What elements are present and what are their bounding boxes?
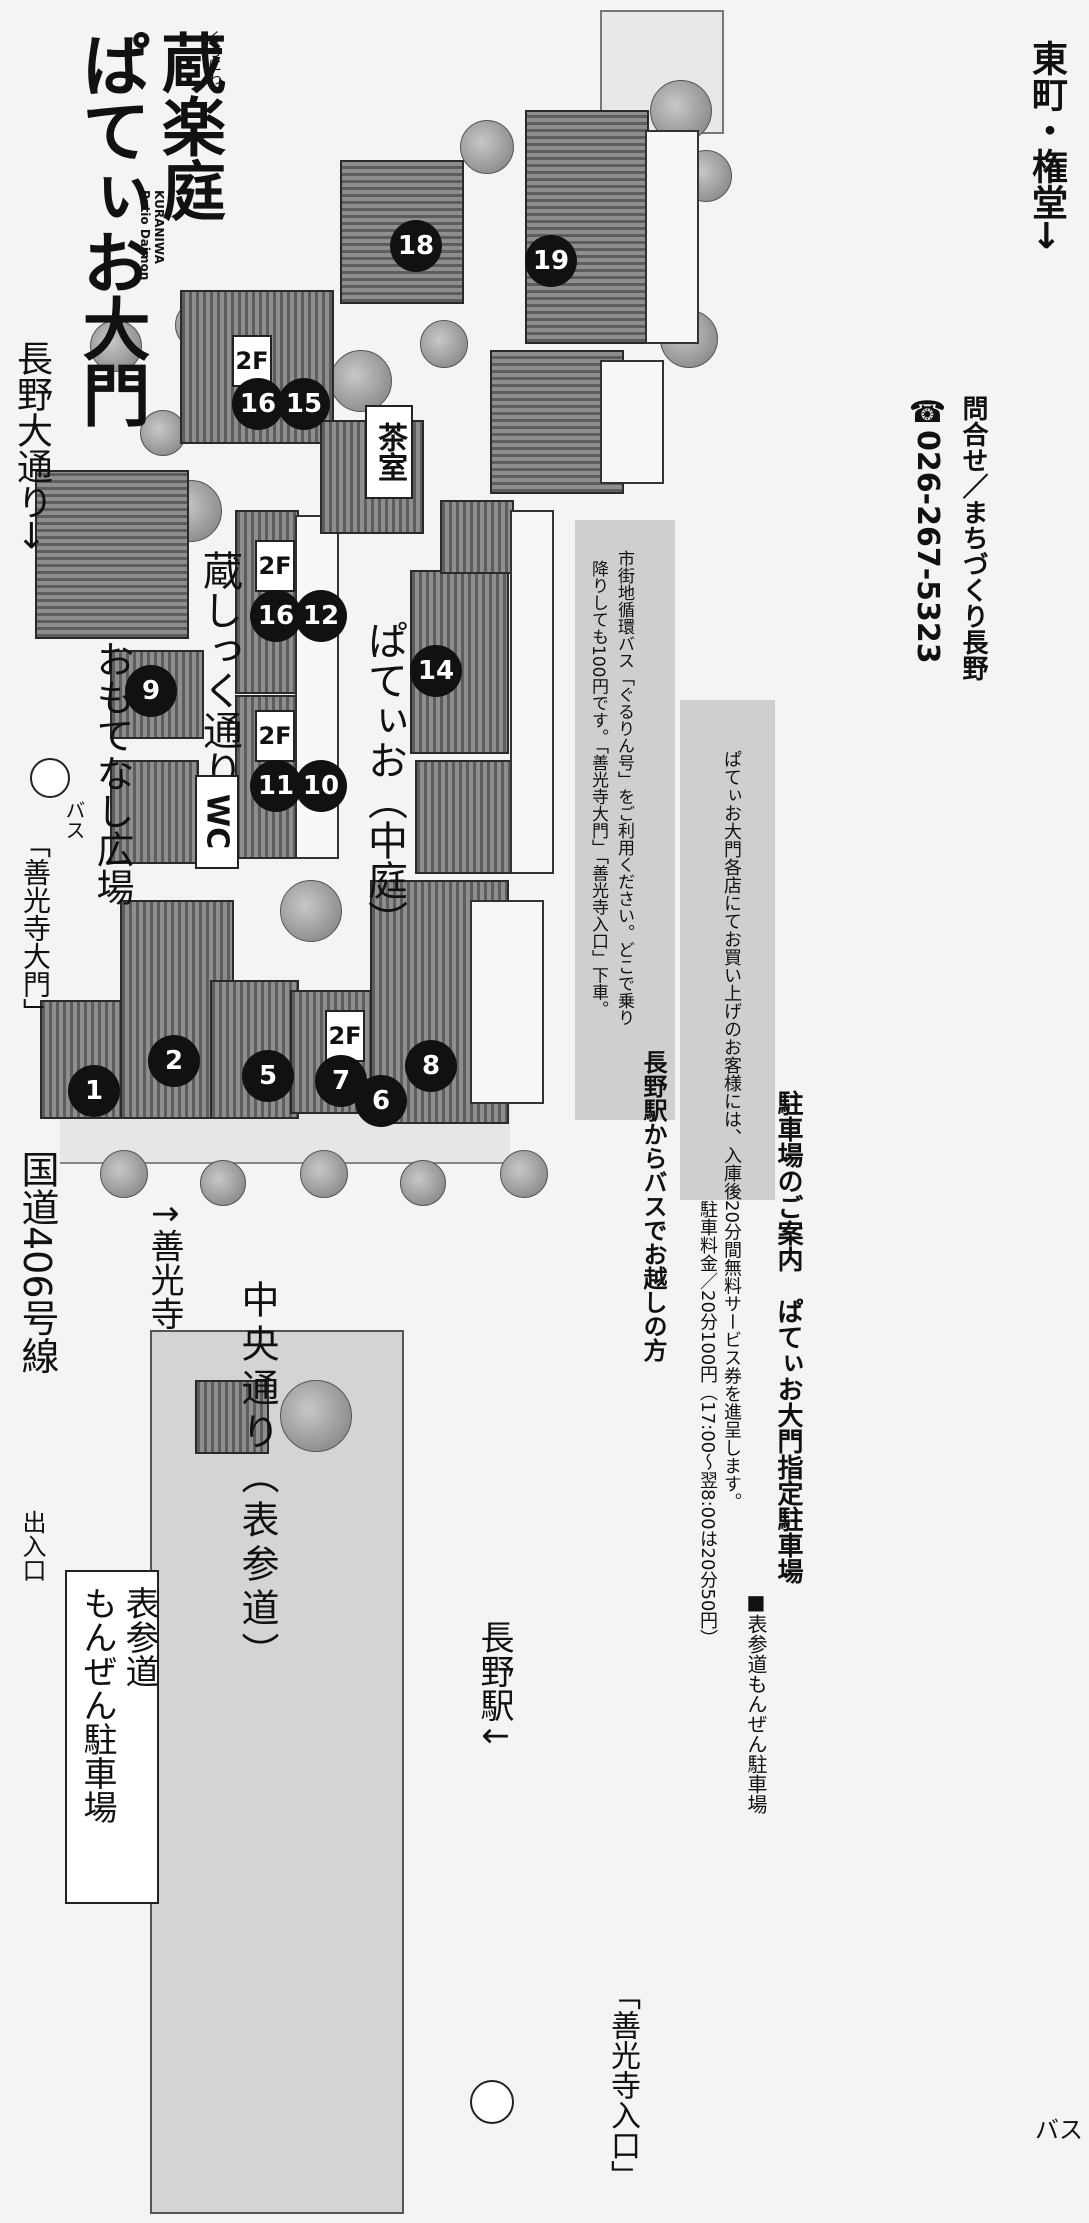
wc-label: WC: [195, 775, 239, 869]
building-south-wall: [600, 360, 664, 484]
parking-name-box: 表参道 もんぜん駐車場: [65, 1570, 159, 1904]
building-number-10: 10: [295, 760, 347, 812]
road-label-higashimachi: 東町・権堂→: [1026, 40, 1067, 251]
tree: [90, 320, 142, 372]
tree: [460, 120, 514, 174]
building-number-9: 9: [125, 665, 177, 717]
building-19-wall: [645, 130, 699, 344]
building-14b-roof: [440, 500, 514, 574]
parking-info-line1: ■表参道もんぜん駐車場: [744, 1590, 768, 1814]
building-number-8: 8: [405, 1040, 457, 1092]
logo-english-2: KURANIWA: [152, 190, 166, 264]
parking-name-line1: 表参道: [119, 1586, 159, 1688]
parking-info-line2: ぱてぃお大門各店にてお買い上げのお客様には、入庫後20分間無料サービス券を進呈し…: [721, 750, 742, 1511]
tree: [100, 1150, 148, 1198]
bus-info-panel: [575, 520, 675, 1120]
building-number-16a: 16: [232, 378, 284, 430]
parking-lot-ground: [150, 1330, 404, 2214]
building-number-14: 14: [410, 645, 462, 697]
tree: [300, 1150, 348, 1198]
parking-exit-label: 出入口: [18, 1510, 46, 1582]
building-number-2: 2: [148, 1035, 200, 1087]
contact-phone: ☎026-267-5323: [910, 395, 945, 664]
logo-patio-daimon: ぱてぃお大門: [70, 30, 149, 426]
bus-info-heading: 長野駅からバスでお越しの方: [639, 1050, 667, 1362]
building-large-roof: [35, 470, 189, 639]
direction-nagano-eki: 長野駅↓: [474, 1620, 514, 1751]
bus-stop-2-name: 「善光寺入口」: [605, 1980, 640, 2190]
tree: [500, 1150, 548, 1198]
road-label-route406: 国道406号線: [15, 1150, 59, 1375]
tree: [280, 1380, 352, 1452]
floor-2f-label-b: 2F: [255, 540, 295, 592]
bus-info-line2: 降りしても100円です。「善光寺大門」「善光寺入口」下車。: [588, 560, 608, 1018]
area-kura-shikku-dori: 蔵しっく通り: [196, 550, 242, 790]
bus-stop-2-label: バス: [1035, 2116, 1083, 2144]
parking-name-line2: もんぜん駐車場: [77, 1586, 117, 1824]
area-patio-nakaniwa: ぱてぃお（中庭）: [361, 620, 407, 940]
building-number-5: 5: [242, 1050, 294, 1102]
bus-info-line1: 市街地循環バス「ぐるりん号」をご利用ください。どこで乗り: [614, 550, 634, 1026]
logo-english-1: Patio Daimon: [138, 190, 152, 281]
chashitsu-label: 茶室: [365, 405, 413, 499]
tree: [400, 1160, 446, 1206]
tree: [330, 350, 392, 412]
floor-2f-label-c: 2F: [255, 710, 295, 762]
building-wc-roof: [110, 760, 199, 864]
floor-2f-label-d: 2F: [325, 1010, 365, 1062]
parking-building-roof: [195, 1380, 269, 1454]
building-number-18: 18: [390, 220, 442, 272]
floor-2f-label-a: 2F: [232, 335, 272, 387]
parking-info-line3: 駐車料金／20分100円（17:00〜翌8:00は20分50円）: [697, 1200, 718, 1648]
building-number-6: 6: [355, 1075, 407, 1127]
building-number-15: 15: [278, 378, 330, 430]
building-number-16b: 16: [250, 590, 302, 642]
building-8-wall: [470, 900, 544, 1104]
parking-info-panel: [680, 700, 775, 1200]
parking-info-heading: 駐車場のご案内 ぱてぃお大門指定駐車場: [773, 1090, 803, 1584]
bus-stop-1-name: 「善光寺大門」: [19, 830, 52, 1026]
bus-stop-1-sign-icon: [30, 758, 70, 798]
road-label-chuo-dori: 中央通り（表参道）: [235, 1280, 279, 1676]
building-number-12: 12: [295, 590, 347, 642]
building-number-7: 7: [315, 1055, 367, 1107]
tree: [420, 320, 468, 368]
bus-stop-1-label: バス: [62, 800, 86, 840]
building-14-wall: [510, 510, 554, 874]
bus-stop-2-sign-icon: [470, 2080, 514, 2124]
building-number-1: 1: [68, 1065, 120, 1117]
tree: [200, 1160, 246, 1206]
direction-zenkoji: ↑善光寺: [144, 1200, 184, 1331]
logo-kuraniwa: 蔵楽庭: [151, 30, 226, 222]
building-19-roof: [525, 110, 649, 344]
tree: [280, 880, 342, 942]
contact-label: 問合せ／まちづくり長野: [958, 395, 988, 681]
logo-ruby: くらにわ: [206, 30, 222, 86]
road-label-nagano-odori: 長野大通り→: [11, 340, 52, 551]
building-number-19: 19: [525, 235, 577, 287]
building-number-11: 11: [250, 760, 302, 812]
